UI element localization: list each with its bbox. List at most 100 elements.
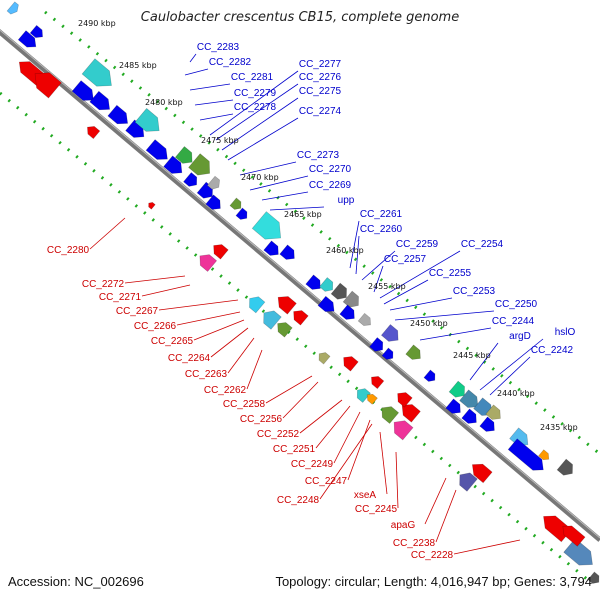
kbp-label: 2450 kbp xyxy=(410,319,448,328)
reverse-gene-arrow xyxy=(471,463,493,484)
forward-gene-arrow xyxy=(279,244,295,260)
forward-gene-label: CC_2254 xyxy=(461,239,504,250)
reverse-gene-arrow xyxy=(366,393,378,405)
reverse-gene-arrow xyxy=(401,404,421,423)
reverse-leader-line xyxy=(158,299,239,311)
forward-gene-label: CC_2257 xyxy=(384,254,427,265)
forward-gene-label: CC_2275 xyxy=(299,86,342,97)
forward-gene-arrow xyxy=(563,538,593,566)
forward-gene-arrow xyxy=(485,404,501,420)
forward-leader-line xyxy=(221,97,299,151)
forward-gene-arrow xyxy=(405,344,421,360)
forward-gene-label: CC_2255 xyxy=(429,268,472,279)
kbp-label: 2435 kbp xyxy=(540,423,578,432)
forward-gene-label: upp xyxy=(338,195,355,206)
forward-gene-arrow xyxy=(317,295,335,312)
reverse-gene-arrow xyxy=(356,388,371,403)
forward-gene-arrow xyxy=(342,290,359,308)
forward-leader-line xyxy=(194,99,234,106)
forward-gene-arrow xyxy=(107,104,129,125)
reverse-leader-line xyxy=(379,431,388,495)
forward-gene-arrow xyxy=(556,458,573,476)
forward-gene-arrow xyxy=(339,304,355,320)
reverse-leader-line xyxy=(453,539,521,555)
reverse-leader-line xyxy=(319,423,373,500)
reverse-gene-label: CC_2264 xyxy=(168,353,211,364)
reverse-gene-arrow xyxy=(343,356,359,372)
reverse-leader-line xyxy=(89,217,126,250)
forward-leader-line xyxy=(227,117,299,161)
forward-gene-label: CC_2270 xyxy=(309,164,352,175)
forward-gene-arrow xyxy=(145,139,168,160)
reverse-leader-line xyxy=(246,349,263,390)
reverse-leader-line xyxy=(124,275,186,284)
reverse-gene-label: CC_2265 xyxy=(151,336,194,347)
forward-gene-arrow xyxy=(263,240,279,256)
reverse-leader-line xyxy=(395,451,399,509)
forward-leader-line xyxy=(389,297,453,311)
kbp-label: 2465 kbp xyxy=(284,210,322,219)
forward-gene-arrow xyxy=(507,438,544,471)
forward-leader-line xyxy=(361,250,396,281)
forward-leader-line xyxy=(209,70,299,136)
forward-gene-arrow xyxy=(381,347,394,360)
reverse-gene-arrow xyxy=(34,72,62,99)
forward-gene-label: CC_2259 xyxy=(396,239,439,250)
forward-gene-arrow xyxy=(459,389,479,408)
forward-gene-arrow xyxy=(369,337,384,352)
forward-leader-line xyxy=(373,265,384,293)
forward-leader-line xyxy=(261,191,309,201)
reverse-gene-arrow xyxy=(371,376,385,390)
reverse-gene-arrow xyxy=(397,392,413,408)
forward-gene-arrow xyxy=(445,398,461,414)
forward-gene-label: CC_2261 xyxy=(360,209,403,220)
reverse-leader-line xyxy=(435,489,457,543)
forward-leader-line xyxy=(249,175,309,191)
reverse-gene-label: CC_2249 xyxy=(291,459,334,470)
forward-gene-label: CC_2273 xyxy=(297,150,340,161)
kbp-label: 2475 kbp xyxy=(201,136,239,145)
forward-gene-arrow xyxy=(163,155,183,174)
forward-gene-arrow xyxy=(380,324,399,342)
reverse-gene-label: CC_2271 xyxy=(99,292,142,303)
forward-gene-arrow xyxy=(330,282,347,300)
leader-line-layer xyxy=(89,53,544,555)
reverse-gene-arrow xyxy=(213,244,229,260)
kbp-label: 2470 kbp xyxy=(241,173,279,182)
reverse-gene-label: CC_2258 xyxy=(223,399,266,410)
kbp-label: 2480 kbp xyxy=(145,98,183,107)
reverse-leader-line xyxy=(141,284,191,297)
forward-gene-label: CC_2242 xyxy=(531,345,574,356)
kbp-label: 2445 kbp xyxy=(453,351,491,360)
reverse-gene-arrow xyxy=(249,296,266,314)
accession-text: Accession: NC_002696 xyxy=(8,574,144,589)
forward-gene-label: CC_2276 xyxy=(299,72,342,83)
reverse-gene-label: CC_2263 xyxy=(185,369,228,380)
forward-leader-line xyxy=(383,279,429,305)
forward-leader-line xyxy=(184,68,209,76)
reverse-leader-line xyxy=(347,419,371,481)
forward-gene-label: CC_2277 xyxy=(299,59,342,70)
reverse-gene-arrow xyxy=(318,352,331,365)
forward-leader-line xyxy=(419,327,492,341)
forward-gene-label: hslO xyxy=(555,327,576,338)
reverse-gene-label: CC_2248 xyxy=(277,495,320,506)
reverse-gene-label: xseA xyxy=(354,490,377,501)
forward-gene-arrow xyxy=(89,90,111,111)
forward-gene-arrow xyxy=(538,449,550,461)
forward-gene-arrow xyxy=(305,274,321,290)
reverse-leader-line xyxy=(227,337,255,374)
forward-leader-line xyxy=(355,235,360,275)
kbp-label: 2460 kbp xyxy=(326,246,364,255)
forward-gene-label: CC_2253 xyxy=(453,286,496,297)
forward-gene-arrow xyxy=(29,24,43,38)
reverse-gene-arrow xyxy=(277,322,293,338)
forward-leader-line xyxy=(479,338,544,391)
forward-gene-label: CC_2269 xyxy=(309,180,352,191)
forward-gene-arrow xyxy=(174,146,193,164)
reverse-gene-label: CC_2267 xyxy=(116,306,159,317)
forward-gene-arrow xyxy=(6,1,19,15)
reverse-gene-arrow xyxy=(562,525,586,547)
reverse-gene-arrow xyxy=(293,310,309,326)
